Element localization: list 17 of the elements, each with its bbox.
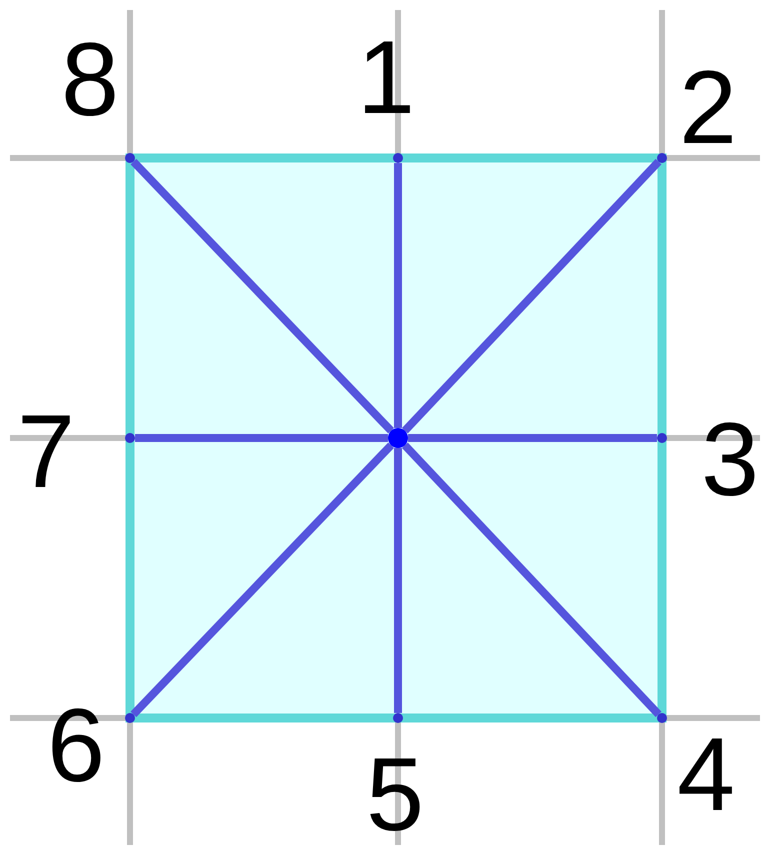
line xyxy=(130,442,394,718)
point xyxy=(125,153,135,163)
point-number: 6 xyxy=(47,694,105,798)
point-number: 2 xyxy=(679,56,737,160)
point-number: 7 xyxy=(17,400,75,504)
point-number: 5 xyxy=(366,743,424,847)
line xyxy=(394,448,402,713)
line xyxy=(402,442,662,718)
line xyxy=(408,434,657,442)
line xyxy=(402,158,662,434)
line xyxy=(135,434,388,442)
point-number: 3 xyxy=(701,408,759,512)
line xyxy=(394,163,402,428)
point-number: 8 xyxy=(61,28,119,132)
point-number: 1 xyxy=(357,26,415,130)
point-number: 4 xyxy=(677,723,735,827)
line xyxy=(130,158,394,434)
